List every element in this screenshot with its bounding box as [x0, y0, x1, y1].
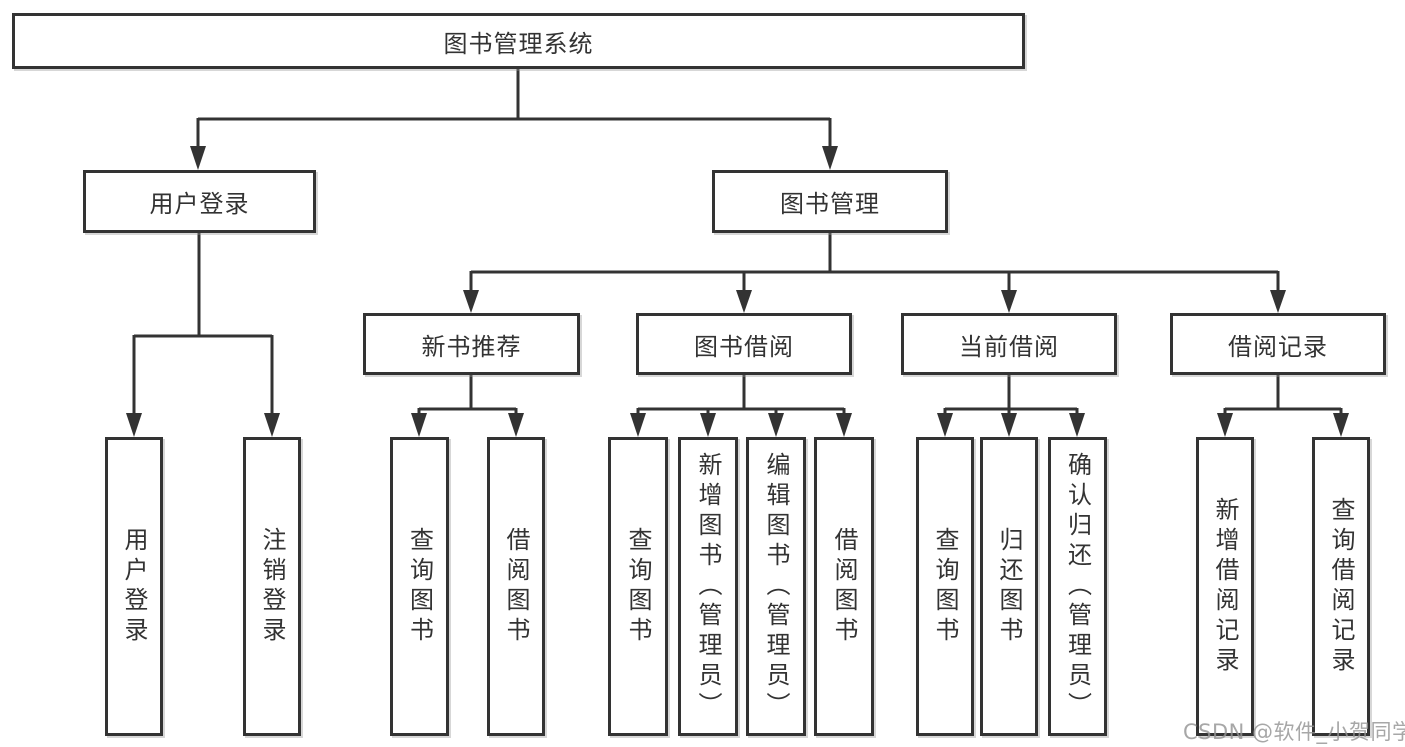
leaf-bb-query-books: 查询图书 [608, 437, 668, 736]
connector-new-book-recommend [411, 375, 524, 437]
node-label: 确认归还（管理员） [1063, 451, 1092, 722]
node-label: 查询图书 [931, 526, 959, 647]
node-label: 当前借阅 [959, 332, 1059, 361]
leaf-cb-confirm-return-admin: 确认归还（管理员） [1048, 437, 1107, 736]
connector-root [190, 68, 838, 170]
node-label: 借阅图书 [502, 526, 530, 647]
node-label: 新增借阅记录 [1211, 496, 1239, 677]
node-label: 借阅图书 [830, 526, 858, 647]
node-label: 用户登录 [120, 526, 148, 647]
leaf-br-query-record: 查询借阅记录 [1312, 437, 1370, 736]
node-system-root: 图书管理系统 [12, 13, 1025, 69]
node-borrow-records: 借阅记录 [1170, 313, 1386, 375]
node-book-management: 图书管理 [712, 170, 948, 233]
node-label: 查询图书 [405, 526, 434, 647]
connector-current-borrowing [937, 375, 1085, 437]
node-label: 注销登录 [258, 526, 286, 647]
leaf-cb-query-books: 查询图书 [916, 437, 974, 736]
leaf-user-login: 用户登录 [105, 437, 163, 736]
leaf-bb-borrow-books: 借阅图书 [814, 437, 874, 736]
leaf-nbr-borrow-books: 借阅图书 [487, 437, 545, 736]
node-label: 图书管理系统 [443, 29, 594, 58]
node-label: 新增图书（管理员） [694, 451, 722, 722]
leaf-bb-add-books-admin: 新增图书（管理员） [678, 437, 738, 736]
node-label: 借阅记录 [1228, 332, 1328, 361]
leaf-cb-return-books: 归还图书 [980, 437, 1038, 736]
node-label: 查询借阅记录 [1327, 496, 1355, 677]
node-user-login: 用户登录 [83, 170, 316, 233]
node-label: 查询图书 [624, 526, 652, 647]
node-label: 编辑图书（管理员） [762, 451, 790, 722]
node-label: 图书管理 [780, 190, 880, 218]
node-label: 归还图书 [995, 526, 1023, 647]
leaf-bb-edit-books-admin: 编辑图书（管理员） [746, 437, 806, 736]
node-current-borrowing: 当前借阅 [901, 313, 1117, 375]
leaf-br-add-record: 新增借阅记录 [1196, 437, 1254, 736]
connector-book-borrowing [630, 375, 852, 437]
node-label: 用户登录 [149, 190, 250, 218]
csdn-watermark: CSDN @软件_小贺同学 [1183, 720, 1405, 744]
connector-user-login [126, 232, 280, 437]
node-label: 新书推荐 [421, 332, 522, 361]
leaf-nbr-query-books: 查询图书 [390, 437, 449, 736]
node-label: 图书借阅 [694, 332, 794, 361]
node-book-borrowing: 图书借阅 [636, 313, 852, 375]
connector-book-management [463, 232, 1286, 313]
leaf-logout: 注销登录 [243, 437, 301, 736]
connector-borrow-records [1217, 375, 1349, 437]
node-new-book-recommend: 新书推荐 [363, 313, 580, 375]
